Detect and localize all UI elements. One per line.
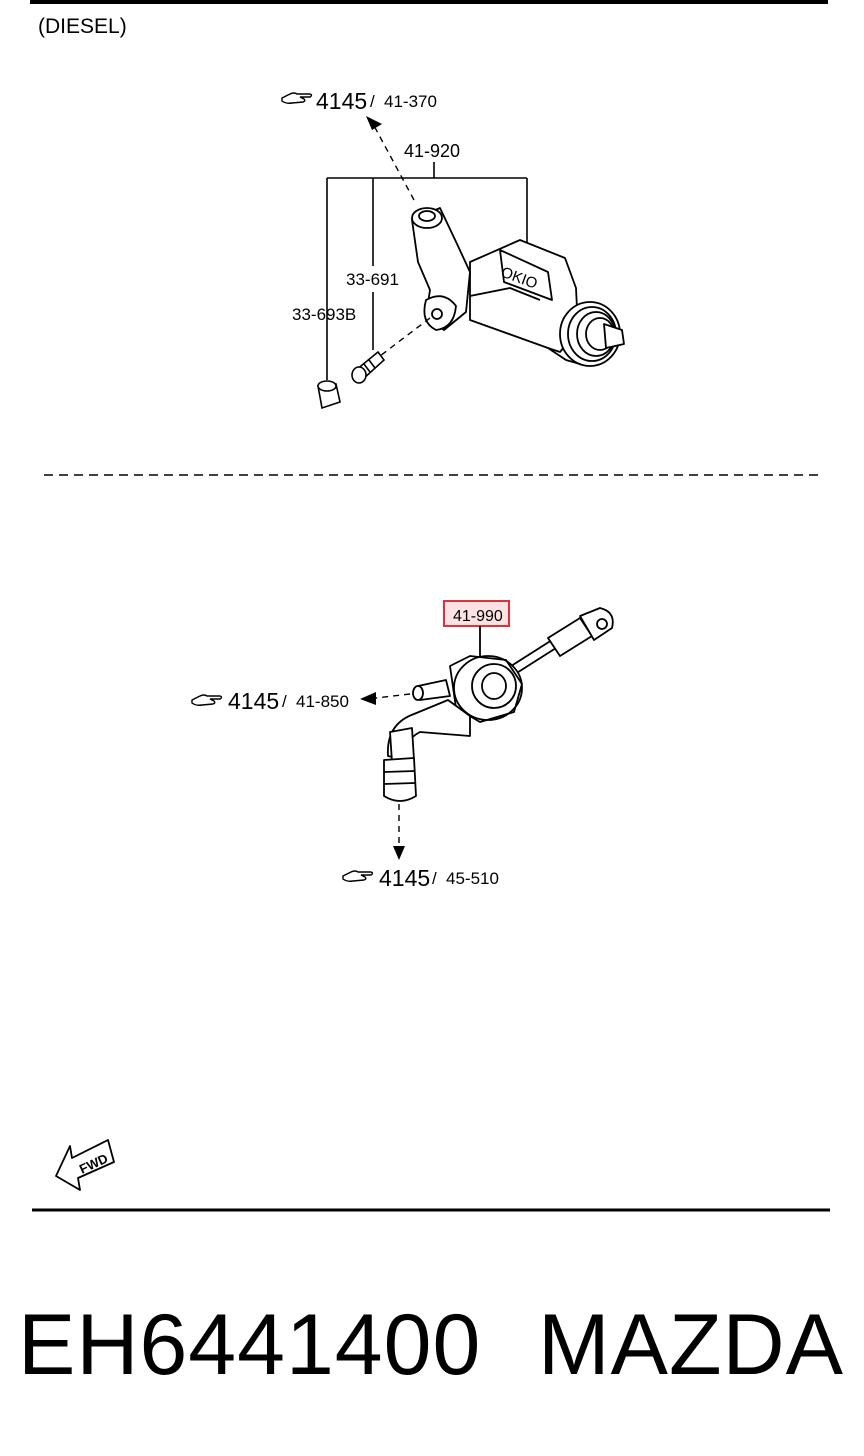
- part-nut-label: 33-691: [346, 270, 399, 289]
- nut-drawing: [351, 350, 386, 384]
- svg-text:/: /: [432, 869, 437, 888]
- part-cap-label: 33-693B: [292, 305, 356, 324]
- brand-name: MAZDA: [538, 1297, 844, 1393]
- part-highlight-box[interactable]: [443, 600, 510, 627]
- master-cylinder-drawing: OKIO: [411, 207, 625, 367]
- ref-top-slash: /: [370, 92, 375, 111]
- svg-text:/: /: [282, 692, 287, 711]
- hand-pointer-icon: [281, 92, 313, 104]
- ref-top-group: 4145: [316, 88, 367, 114]
- footer: EH6441400 MAZDA: [0, 1290, 864, 1400]
- part-number: EH6441400: [18, 1297, 482, 1393]
- ref-top-ref: 41-370: [384, 92, 437, 111]
- ref-left-ref: 41-850: [296, 692, 349, 711]
- upper-assembly: 4145 / 41-370 41-920 33-691 33-693B OKIO: [281, 88, 625, 410]
- lower-assembly: 41-990 4145 / 41-850: [191, 600, 614, 891]
- hand-pointer-icon: [191, 694, 223, 706]
- ref-left-group: 4145: [228, 688, 279, 714]
- hand-pointer-icon: [342, 870, 374, 882]
- ref-bottom-group: 4145: [379, 865, 430, 891]
- part-main-label: 41-920: [404, 141, 460, 161]
- part-highlighted-label[interactable]: 41-990: [453, 608, 503, 625]
- clutch-cylinder-drawing: [383, 607, 614, 802]
- ref-bottom-ref: 45-510: [446, 869, 499, 888]
- cap-drawing: [317, 380, 341, 410]
- fwd-arrow-icon: FWD: [55, 1139, 115, 1191]
- diesel-label: (DIESEL): [38, 15, 127, 38]
